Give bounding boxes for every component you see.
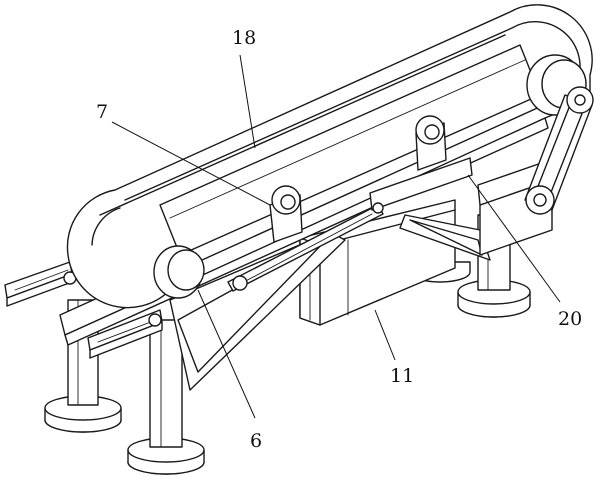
label-drive: 20 (558, 308, 582, 330)
tension-bar (227, 157, 473, 292)
label-belt: 18 (232, 27, 256, 49)
support-rollers (269, 115, 447, 243)
braces (169, 214, 491, 391)
label-frame: 6 (250, 430, 262, 452)
chain-drive (524, 86, 594, 215)
side-rails (4, 261, 163, 359)
label-roller: 7 (96, 101, 108, 123)
leader-lines (111, 54, 561, 419)
end-rollers (153, 54, 587, 299)
label-base: 11 (390, 365, 414, 387)
rear-right-leg (457, 214, 531, 318)
front-left-leg (44, 299, 122, 433)
front-right-leg (127, 319, 205, 475)
conveyor-belt (66, 4, 593, 309)
